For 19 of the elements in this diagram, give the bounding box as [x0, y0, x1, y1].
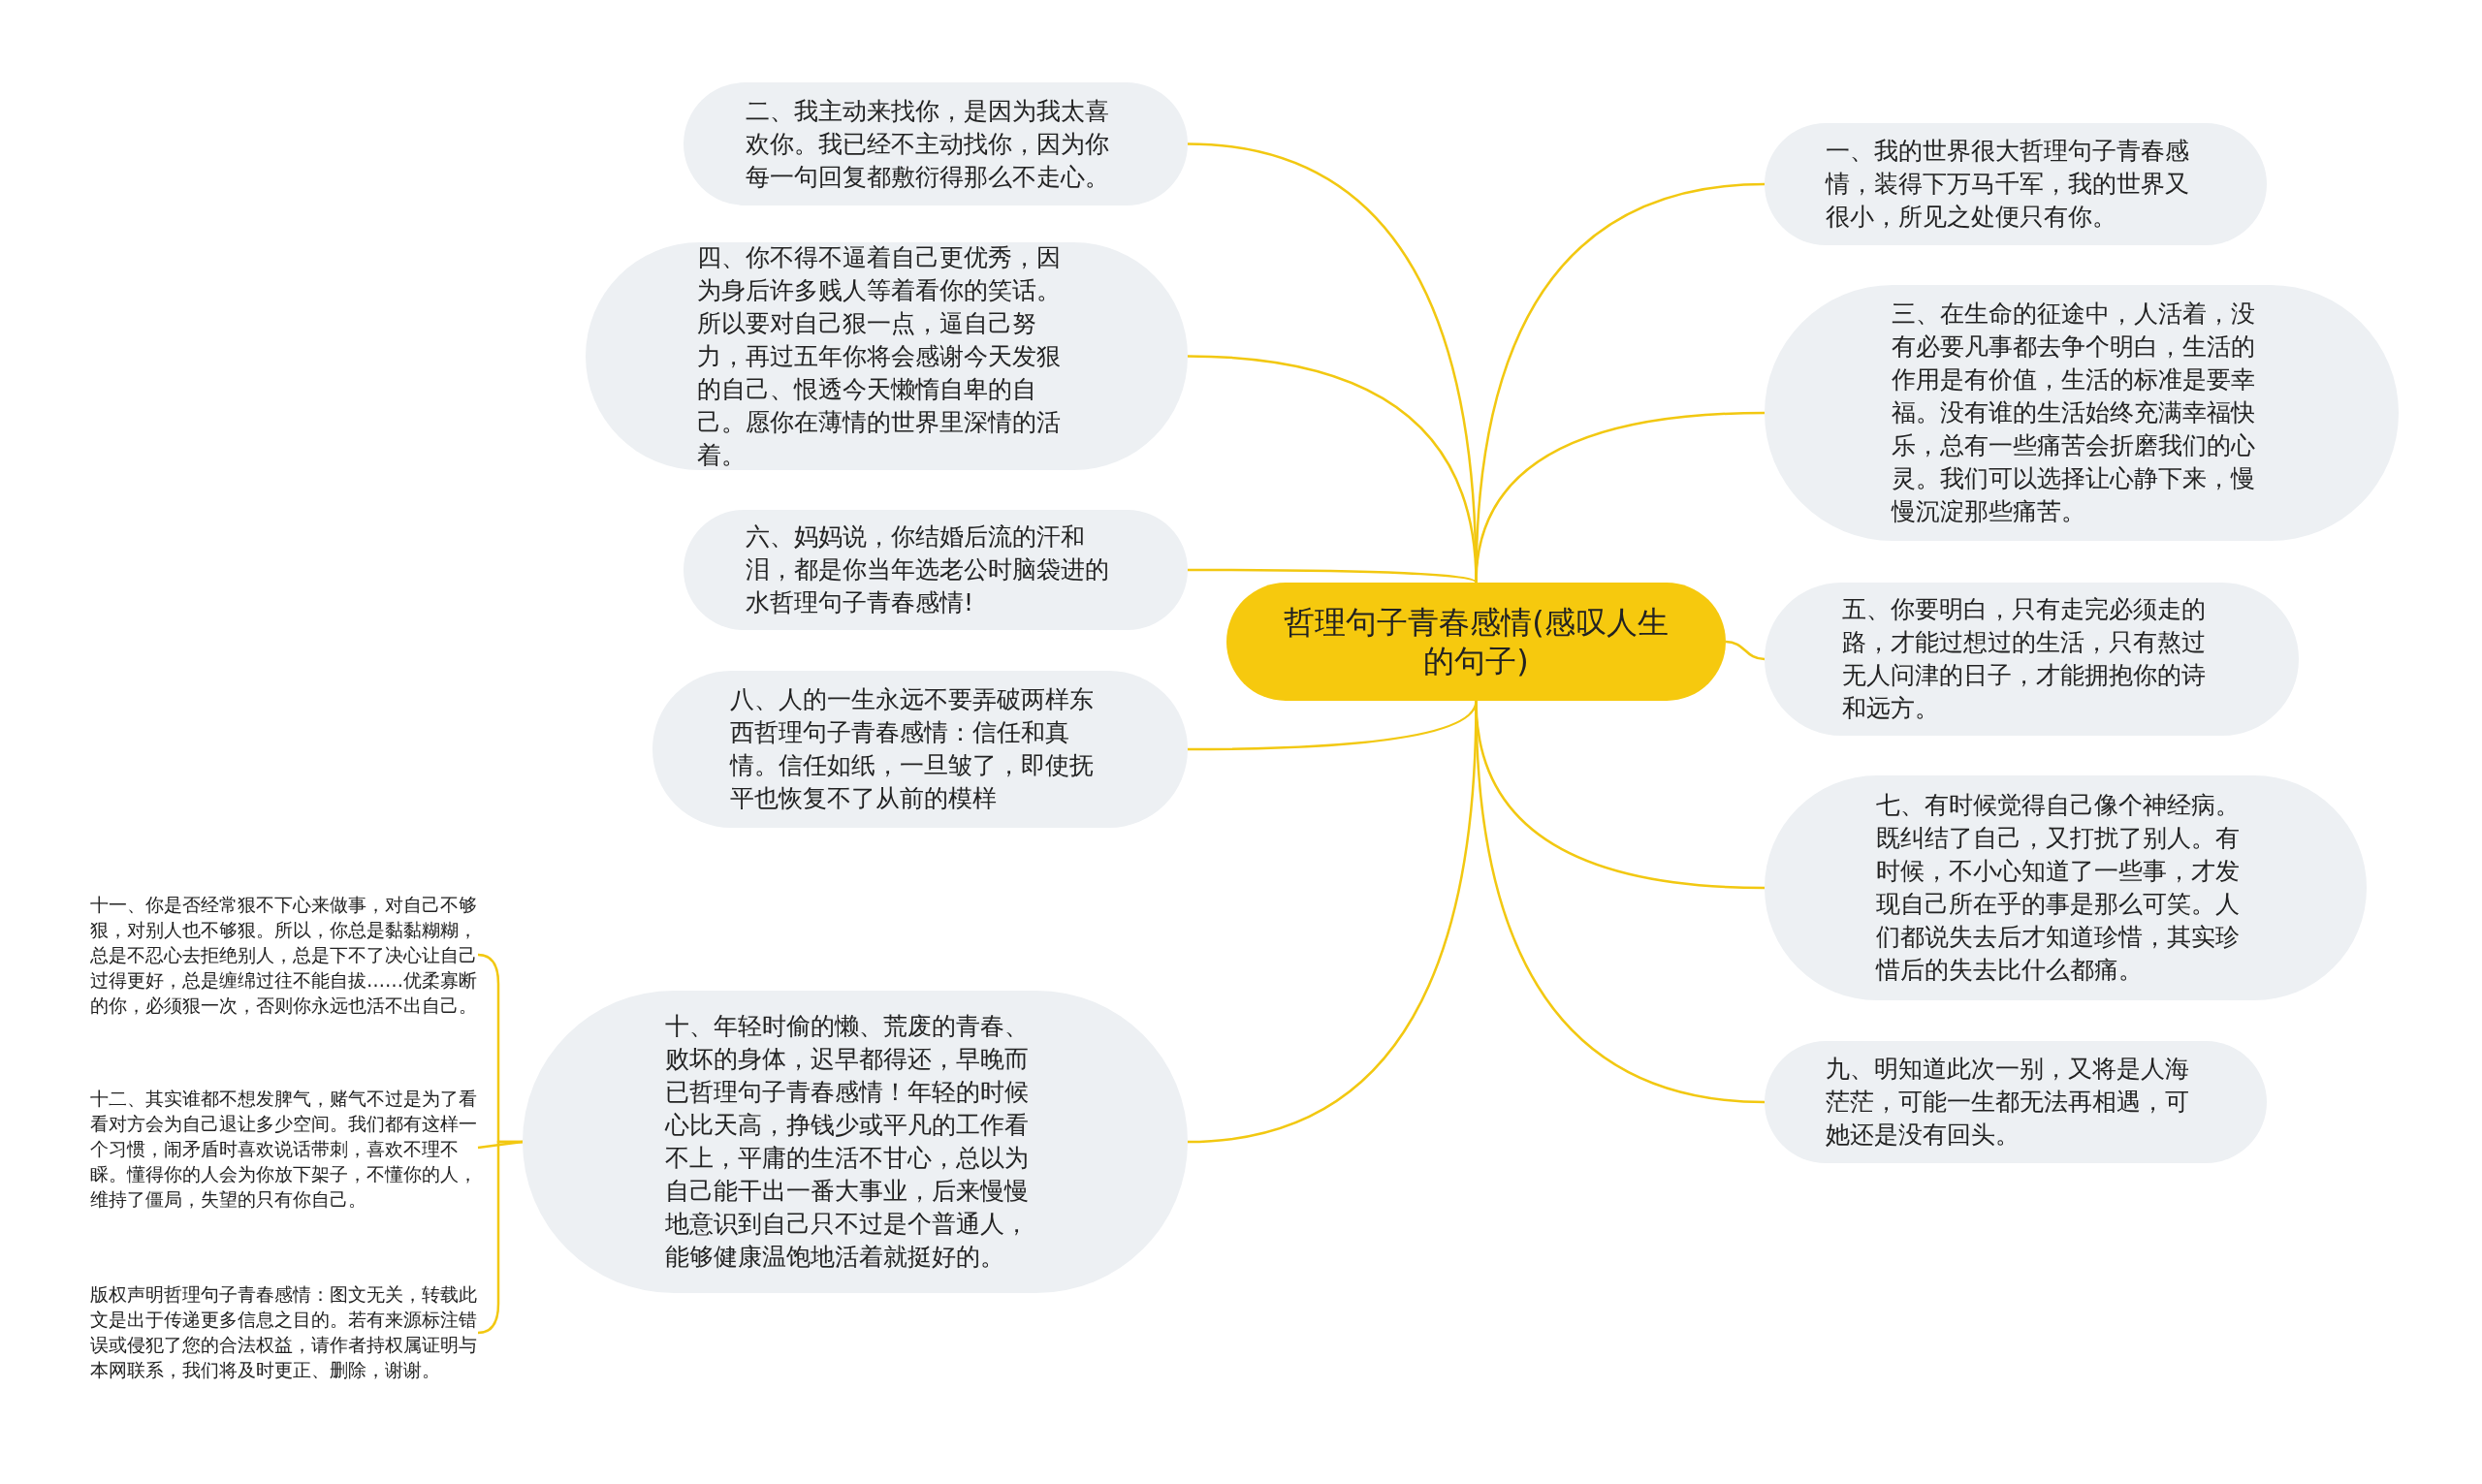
topic-text: 三、在生命的征途中，人活着，没有必要凡事都去争个明白，生活的作用是有价值，生活的标准是要幸福。没有谁的生活始终充满幸福快乐，总有一些痛苦会折磨我们的心灵。我们可以选择让心静下来，慢慢沉淀那些痛苦。	[1892, 299, 2256, 527]
topic-text: 十、年轻时偷的懒、荒废的青春、败坏的身体，迟早都得还，早晚而已哲理句子青春感情！年轻的时候心比天高，挣钱少或平凡的工作看不上，平庸的生活不甘心，总以为自己能干出一番大事业，后来慢慢地意识到自己只不过是个普通人，能够健康温饱地活着就挺好的。	[665, 1011, 1030, 1273]
leaf-text: 十二、其实谁都不想发脾气，赌气不过是为了看看对方会为自己退让多少空间。我们都有这样一个习惯，闹矛盾时喜欢说话带刺，喜欢不理不睬。懂得你的人会为你放下架子，不懂你的人，维持了僵局，失望的只有你自己。	[90, 1086, 478, 1212]
topic-text: 一、我的世界很大哲理句子青春感情，装得下万马千军，我的世界又很小，所见之处便只有你。	[1826, 136, 2190, 233]
topic-text: 六、妈妈说，你结婚后流的汗和泪，都是你当年选老公时脑袋进的水哲理句子青春感情!	[746, 521, 1110, 618]
branch-line	[1475, 411, 1766, 584]
leaf-text: 十一、你是否经常狠不下心来做事，对自己不够狠，对别人也不够狠。所以，你总是黏黏糊糊，总是不忍心去拒绝别人，总是下不了决心让自己过得更好，总是缠绵过往不能自拔……优柔寡断的你，必须狠一次，否则你永远也活不出自己。	[90, 892, 478, 1018]
topic-text: 五、你要明白，只有走完必须走的路，才能过想过的生活，只有熬过无人问津的日子，才能拥抱你的诗和远方。	[1841, 594, 2207, 724]
branch-line	[1725, 640, 1766, 661]
branch-line	[1188, 568, 1478, 584]
topic-text: 八、人的一生永远不要弄破两样东西哲理句子青春感情：信任和真情。信任如纸，一旦皱了，即使抚平也恢复不了从前的模样	[730, 684, 1095, 814]
bracket-connector	[477, 1140, 524, 1150]
topic-text: 七、有时候觉得自己像个神经病。既纠结了自己，又打扰了别人。有时候，不小心知道了一些事，才发现自己所在乎的事是那么可笑。人们都说失去后才知道珍惜，其实珍惜后的失去比什么都痛。	[1875, 790, 2241, 986]
bracket-connector	[477, 1140, 523, 1335]
topic-text: 四、你不得不逼着自己更优秀，因为身后许多贱人等着看你的笑话。所以要对自己狠一点，逼自己努力，再过五年你将会感谢今天发狠的自己、恨透今天懒惰自卑的自己。愿你在薄情的世界里深情的活着。	[696, 241, 1062, 471]
topic-text: 九、明知道此次一别，又将是人海茫茫，可能一生都无法再相遇，可她还是没有回头。	[1826, 1054, 2190, 1151]
topic-text: 二、我主动来找你，是因为我太喜欢你。我已经不主动找你，因为你每一句回复都敷衍得那么不走心。	[746, 95, 1110, 193]
leaf-text: 版权声明哲理句子青春感情：图文无关，转载此文是出于传递更多信息之目的。若有来源标注错误或侵犯了您的合法权益，请作者持权属证明与本网联系，我们将及时更正、删除，谢谢。	[90, 1282, 478, 1382]
central-topic-text: 哲理句子青春感情(感叹人生的句子)	[1283, 603, 1670, 680]
